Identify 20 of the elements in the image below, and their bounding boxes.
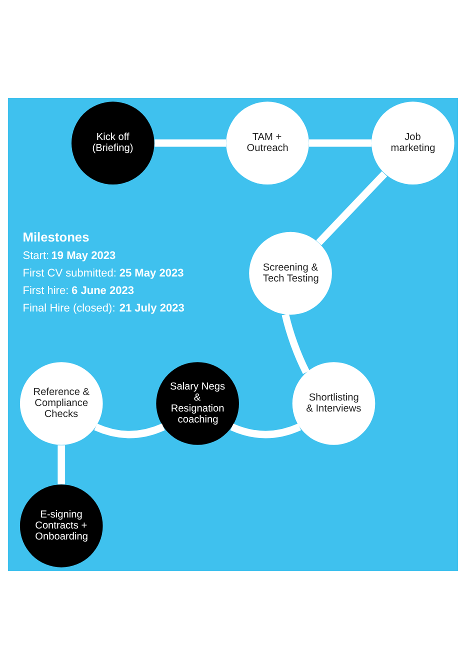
connector [94, 424, 165, 438]
label: Final Hire (closed): 21 July 2023 [22, 302, 184, 315]
connector [58, 445, 66, 484]
node-circle: Shortlisting & Interviews [292, 362, 376, 445]
connector [154, 139, 226, 147]
node-circle: Job marketing [372, 102, 454, 184]
node-circle: TAM + Outreach [226, 102, 309, 184]
connector [316, 171, 388, 246]
label: First CV submitted: 25 May 2023 [22, 268, 184, 280]
connector [308, 139, 372, 147]
node-circle: Screening & Tech Testing [249, 232, 332, 315]
connector [282, 314, 310, 374]
node-circle: Salary Negs & Resignation coaching [156, 362, 239, 445]
connector [230, 424, 301, 438]
node-circle: Kick off (Briefing) [72, 102, 154, 184]
label: Start: 19 May 2023 [22, 250, 116, 262]
node-circle: Reference & Compliance Checks [20, 362, 103, 445]
node-circle: E-signing Contracts + Onboarding [20, 484, 103, 568]
label: First hire: 6 June 2023 [22, 285, 134, 298]
label: Milestones [22, 229, 90, 244]
